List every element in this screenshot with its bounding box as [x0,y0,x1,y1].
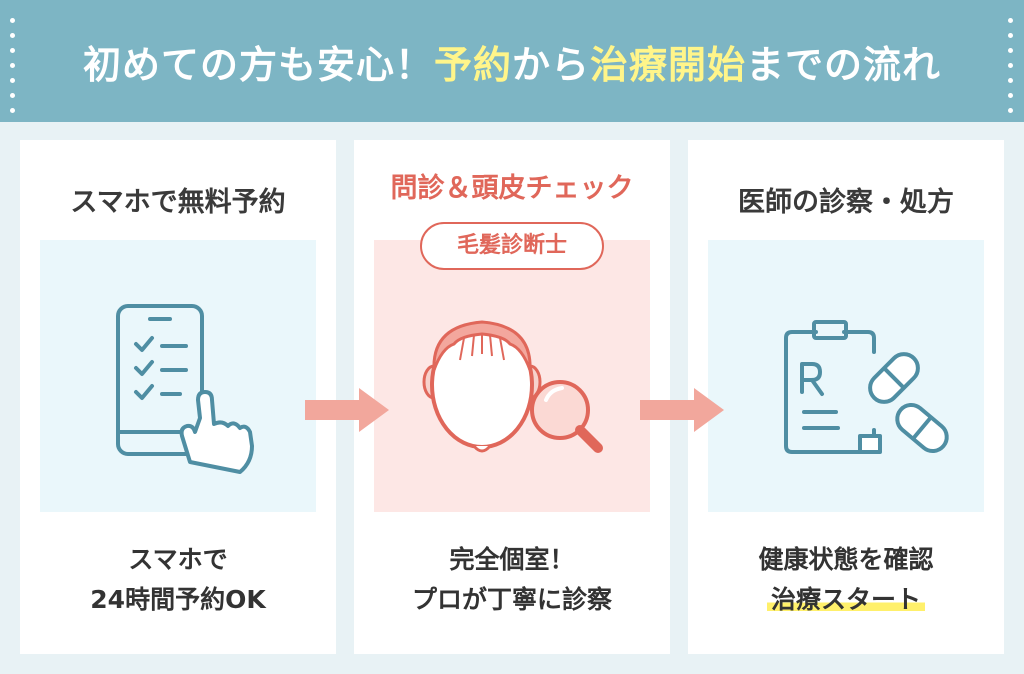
arrow-right-icon [640,388,724,432]
step-title: スマホで無料予約 [70,187,286,218]
caption-line-1: 完全個室！ [449,545,575,574]
title-highlight-reservation: 予約 [433,43,512,87]
highlight-marker: 治療スタート [766,585,925,614]
title-highlight-treatment-start: 治療開始 [590,43,747,87]
arrow-right-icon [305,388,389,432]
caption-line-2: 24時間予約OK [90,585,266,614]
step-card-consultation: 問診＆頭皮チェック 毛髪診断士 完全個室！ プロが丁寧に診察 [354,140,670,654]
caption-line-2: 治療スタート [688,580,1004,620]
step-caption: 完全個室！ プロが丁寧に診察 [354,540,670,620]
scalp-magnifier-icon [422,320,603,453]
step-title: 医師の診察・処方 [738,187,954,218]
caption-line-1: 健康状態を確認 [758,545,934,574]
header-banner: 初めての方も安心！予約から治療開始までの流れ [0,0,1024,122]
step-caption: スマホで 24時間予約OK [20,540,336,620]
title-text-1: 初めての方も安心！ [82,43,434,87]
smartphone-checklist-icon [116,304,254,474]
caption-line-2: プロが丁寧に診察 [411,585,612,614]
hair-diagnostician-badge: 毛髪診断士 [420,222,604,270]
step-card-doctor-prescription: 医師の診察・処方 健康状態を確認 治療スタート [688,140,1004,654]
title-text-2: から [511,43,590,87]
page-title: 初めての方も安心！予約から治療開始までの流れ [0,34,1024,89]
decorative-dots-left [10,18,16,123]
step-caption: 健康状態を確認 治療スタート [688,540,1004,620]
step-title: 問診＆頭皮チェック [390,173,634,204]
step-illustration [374,240,650,512]
prescription-pills-icon [784,320,949,454]
title-text-3: までの流れ [746,43,942,87]
decorative-dots-right [1008,18,1014,123]
caption-line-1: スマホで [128,545,228,574]
step-illustration [708,240,984,512]
step-illustration [40,240,316,512]
step-card-reservation: スマホで無料予約 スマホで 24時間予約OK [20,140,336,654]
